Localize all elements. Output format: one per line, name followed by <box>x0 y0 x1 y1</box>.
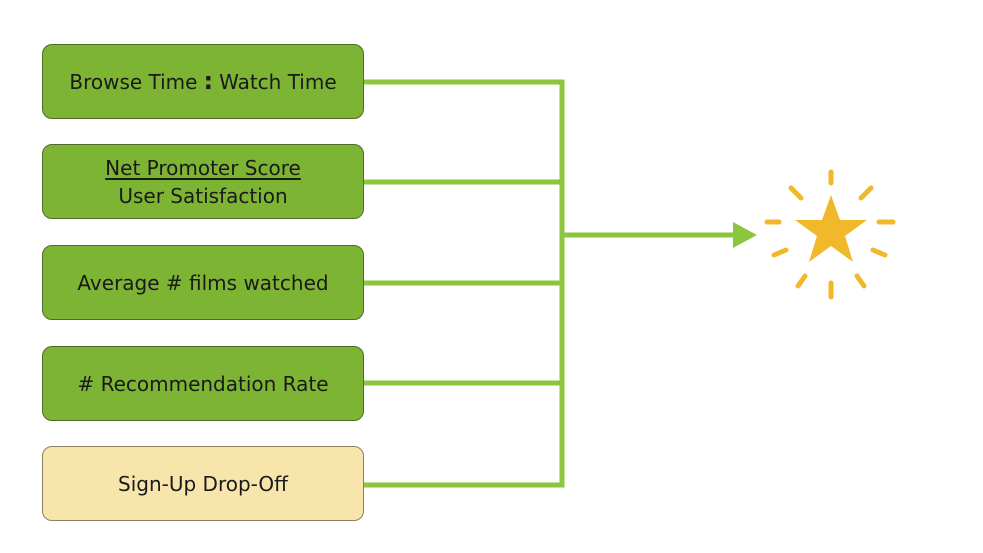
sparkle-rays <box>764 169 896 300</box>
metric-browse-watch-time: Browse Time:Watch Time <box>42 44 364 119</box>
metric-label-right: Watch Time <box>219 70 337 94</box>
metric-nps-satisfaction: Net Promoter Score User Satisfaction <box>42 144 364 219</box>
star-shape <box>795 195 867 262</box>
metric-label: Sign-Up Drop-Off <box>118 471 288 496</box>
metric-recommendation-rate: # Recommendation Rate <box>42 346 364 421</box>
goal-arrow-head <box>733 222 757 248</box>
metric-signup-dropoff: Sign-Up Drop-Off <box>42 446 364 521</box>
metric-label: # Recommendation Rate <box>77 371 329 396</box>
metric-label-primary: Net Promoter Score <box>105 155 301 180</box>
metric-label: Browse Time:Watch Time <box>69 67 336 96</box>
metric-label-secondary: User Satisfaction <box>118 183 288 208</box>
metric-average-films-watched: Average # films watched <box>42 245 364 320</box>
metric-label-left: Browse Time <box>69 70 198 94</box>
metric-label: Average # films watched <box>77 270 329 295</box>
ratio-separator: : <box>203 67 214 95</box>
